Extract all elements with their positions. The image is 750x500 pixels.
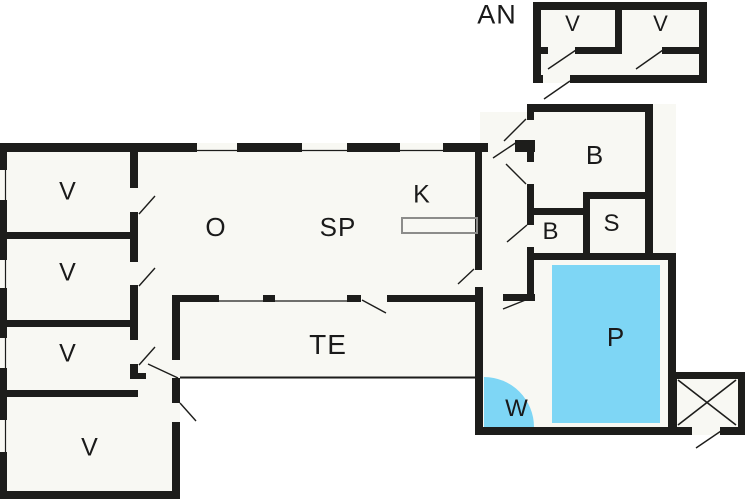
wall	[699, 2, 707, 83]
wall	[0, 200, 7, 260]
room-floor	[0, 143, 535, 303]
room-label-bedroom-v-3: V	[59, 339, 77, 368]
wall	[7, 320, 132, 327]
wall	[387, 295, 475, 302]
wall	[347, 295, 361, 302]
wall	[668, 253, 676, 435]
wall	[527, 140, 534, 162]
room-label-pool-p: P	[606, 322, 626, 352]
wall	[263, 295, 275, 302]
room-label-bathroom-b-small: B	[542, 218, 560, 245]
door-swing-line	[543, 80, 571, 100]
wall	[533, 253, 645, 260]
kitchen-counter	[401, 217, 478, 234]
wall	[237, 143, 302, 152]
wall	[541, 47, 548, 54]
wall	[0, 491, 180, 499]
wall	[130, 373, 146, 379]
room-label-annex-room-v-left: V	[565, 11, 581, 36]
wall	[527, 247, 534, 294]
room-label-bedroom-v-1: V	[59, 177, 77, 206]
wall	[172, 295, 219, 302]
pool-area	[552, 265, 660, 423]
wall	[347, 143, 400, 152]
door-swing-line	[179, 402, 197, 422]
wall	[527, 104, 653, 112]
wall	[130, 364, 138, 376]
wall	[670, 427, 692, 435]
wall	[575, 47, 622, 54]
wall	[0, 143, 7, 170]
wall	[172, 422, 180, 497]
room-label-whirlpool-w: W	[505, 395, 529, 422]
wall	[670, 372, 677, 435]
room-label-bedroom-v-2: V	[59, 258, 77, 287]
wall	[583, 192, 590, 260]
wall	[130, 212, 138, 262]
room-label-bedroom-v-4: V	[81, 433, 99, 462]
wall	[475, 287, 483, 435]
room-label-sauna-s: S	[603, 210, 621, 237]
wall	[503, 294, 535, 301]
wall	[0, 143, 197, 152]
wall	[645, 253, 676, 260]
wall	[0, 390, 138, 397]
wall	[670, 372, 745, 379]
room-label-terrace-te: TE	[309, 329, 347, 360]
room-floor	[670, 372, 745, 435]
wall	[662, 47, 699, 54]
wall	[583, 192, 645, 199]
wall	[615, 10, 622, 54]
wall	[0, 288, 7, 338]
wall	[475, 152, 482, 270]
wall	[533, 2, 541, 83]
wall	[172, 378, 180, 403]
room-floor	[172, 295, 482, 379]
room-label-dining-room-sp: SP	[319, 212, 357, 242]
room-label-living-room-o: O	[205, 212, 227, 242]
wall	[570, 75, 707, 83]
wall	[527, 112, 534, 120]
room-label-bathroom-b-large: B	[585, 140, 605, 170]
room-label-annex-title: AN	[477, 0, 517, 30]
room-label-kitchen-k: K	[413, 180, 431, 209]
wall	[475, 427, 676, 435]
wall	[0, 452, 7, 499]
wall	[738, 372, 745, 435]
room-floor	[0, 303, 180, 499]
wall	[172, 302, 180, 360]
wall	[645, 104, 653, 260]
wall	[533, 75, 543, 83]
wall	[720, 427, 745, 435]
wall	[527, 184, 534, 225]
wall	[443, 143, 488, 152]
room-label-annex-room-v-right: V	[653, 11, 669, 36]
wall	[130, 152, 138, 188]
wall	[7, 232, 132, 239]
wall	[130, 285, 138, 340]
wall	[533, 2, 707, 10]
wall	[533, 208, 590, 215]
